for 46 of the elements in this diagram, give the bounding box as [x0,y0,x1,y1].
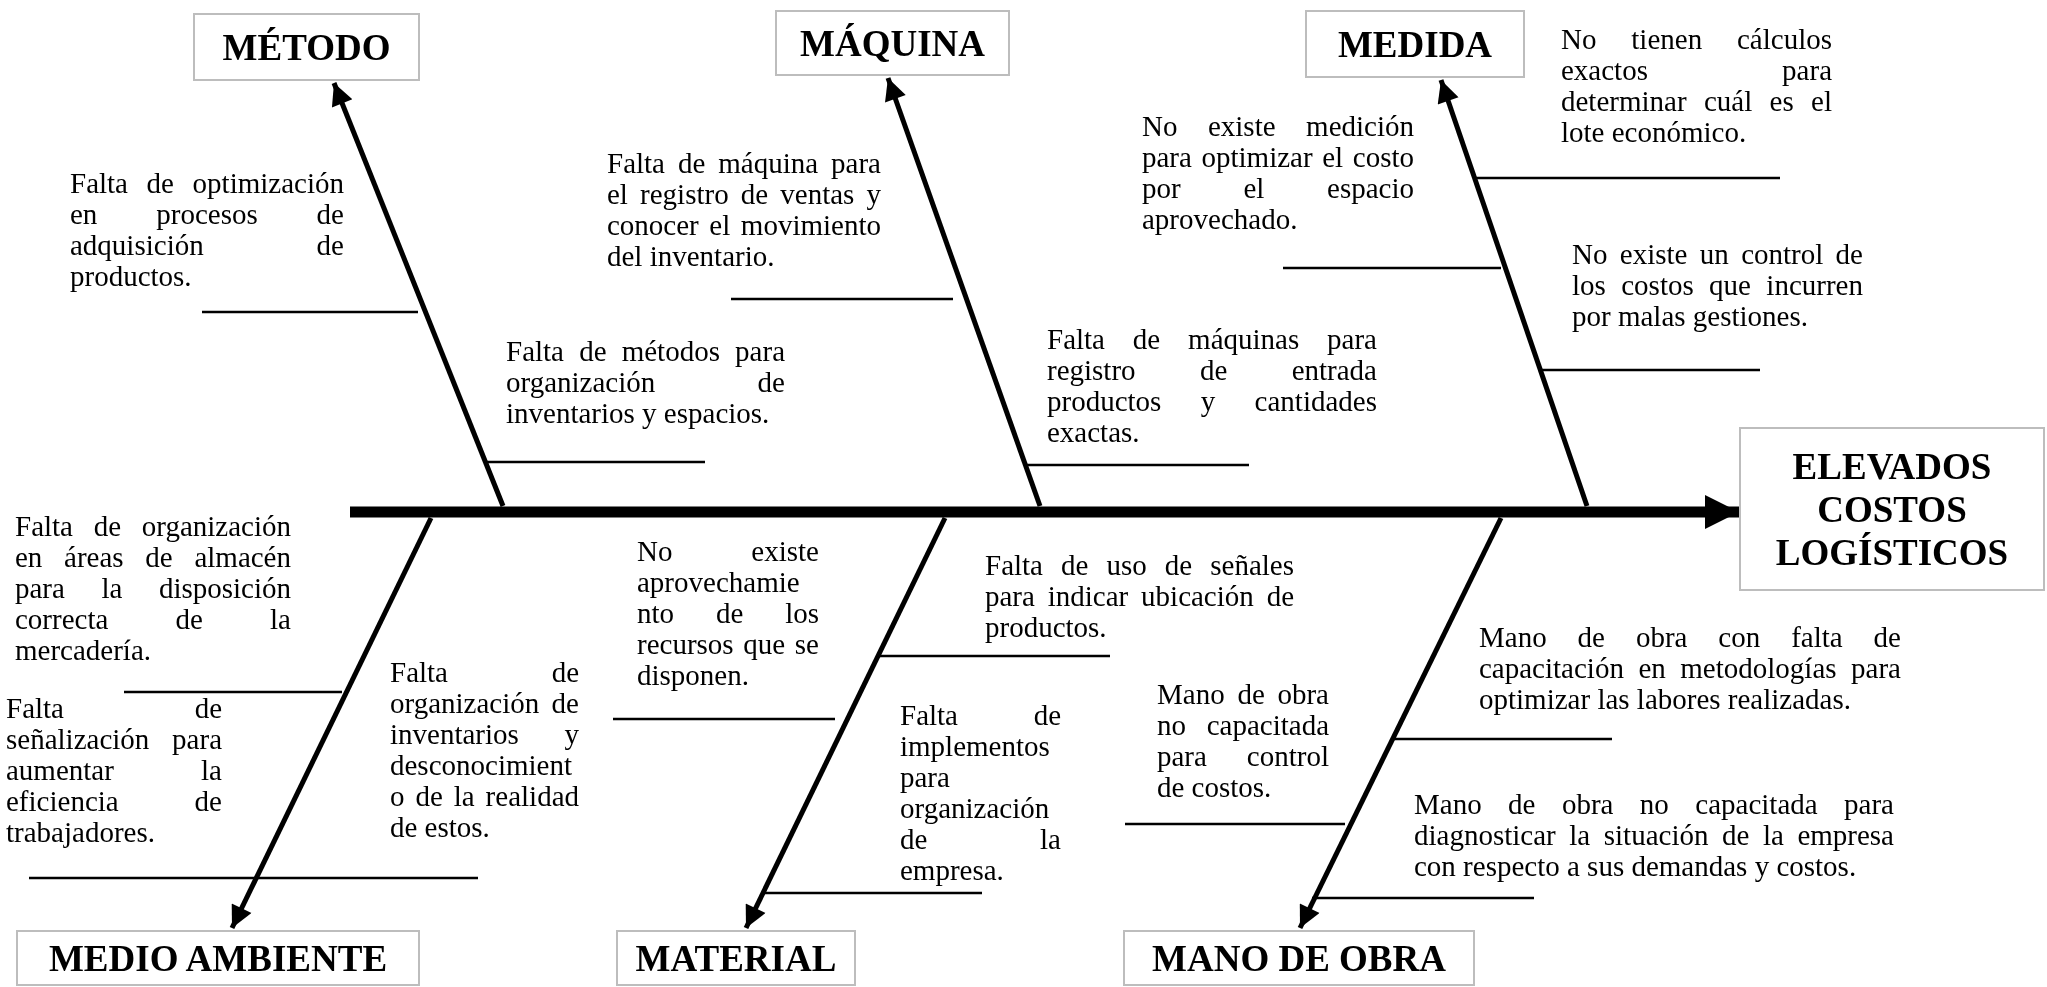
leader-line [1283,266,1501,270]
leader-line [731,297,953,301]
leader-line [486,460,705,464]
bone-arrow [1297,516,1504,930]
leader-line [1312,896,1534,900]
leader-line [877,654,1110,658]
category-box: MÉTODO [193,13,420,81]
bone-arrow [743,516,948,930]
bone-arrow [229,516,434,930]
spine-arrow [350,495,1739,529]
leader-line [1125,822,1345,826]
bone-arrow [1437,79,1590,507]
leader-line [1392,737,1612,741]
leader-line [124,690,342,694]
cause-text: Falta de métodos para organización de inventarios y espacios. [506,336,785,429]
effect-box: ELEVADOS COSTOS LOGÍSTICOS [1739,427,2045,591]
leader-line [1027,463,1249,467]
cause-text: Falta de máquina para el registro de ventas y conocer el movimiento del inventario. [607,148,881,272]
cause-text: Falta de máquinas para registro de entrada productos y cantidades exactas. [1047,324,1377,448]
cause-text: Falta de implementos para organización de la empresa. [900,700,1061,886]
bone-arrow [331,82,506,507]
bone-arrow [885,77,1043,507]
cause-text: Falta de señalización para aumentar la eficiencia de trabajadores. [6,693,222,848]
cause-text: No tienen cálculos exactos para determinar cuál es el lote económico. [1561,24,1832,148]
category-box: MEDIDA [1305,10,1525,78]
cause-text: Falta de organización en áreas de almacén para la disposición correcta de la mercadería. [15,511,291,666]
leader-line [1540,368,1760,372]
cause-text: No existe un control de los costos que incurren por malas gestiones. [1572,239,1863,332]
leader-line [762,891,982,895]
cause-text: Mano de obra no capacitada para control de costos. [1157,679,1329,803]
leader-line [613,717,835,721]
leader-line [202,310,418,314]
cause-text: No existe medición para optimizar el costo por el espacio aprovechado. [1142,111,1414,235]
cause-text: Falta de uso de señales para indicar ubicación de productos. [985,550,1294,643]
leader-line [1475,176,1780,180]
cause-text: Falta de organización de inventarios y desconocimient o de la realidad de estos. [390,657,579,843]
leader-line [256,876,478,880]
category-box: MATERIAL [616,930,856,986]
category-box: MANO DE OBRA [1123,930,1475,986]
cause-text: Falta de optimización en procesos de adquisición de productos. [70,168,344,292]
category-box: MEDIO AMBIENTE [16,930,420,986]
leader-line [29,876,256,880]
cause-text: Mano de obra con falta de capacitación en metodologías para optimizar las labores realizadas. [1479,622,1901,715]
cause-text: Mano de obra no capacitada para diagnosticar la situación de la empresa con respecto a sus demandas y costos. [1414,789,1894,882]
cause-text: No existe aprovechamie nto de los recursos que se disponen. [637,536,819,691]
category-box: MÁQUINA [775,10,1010,76]
